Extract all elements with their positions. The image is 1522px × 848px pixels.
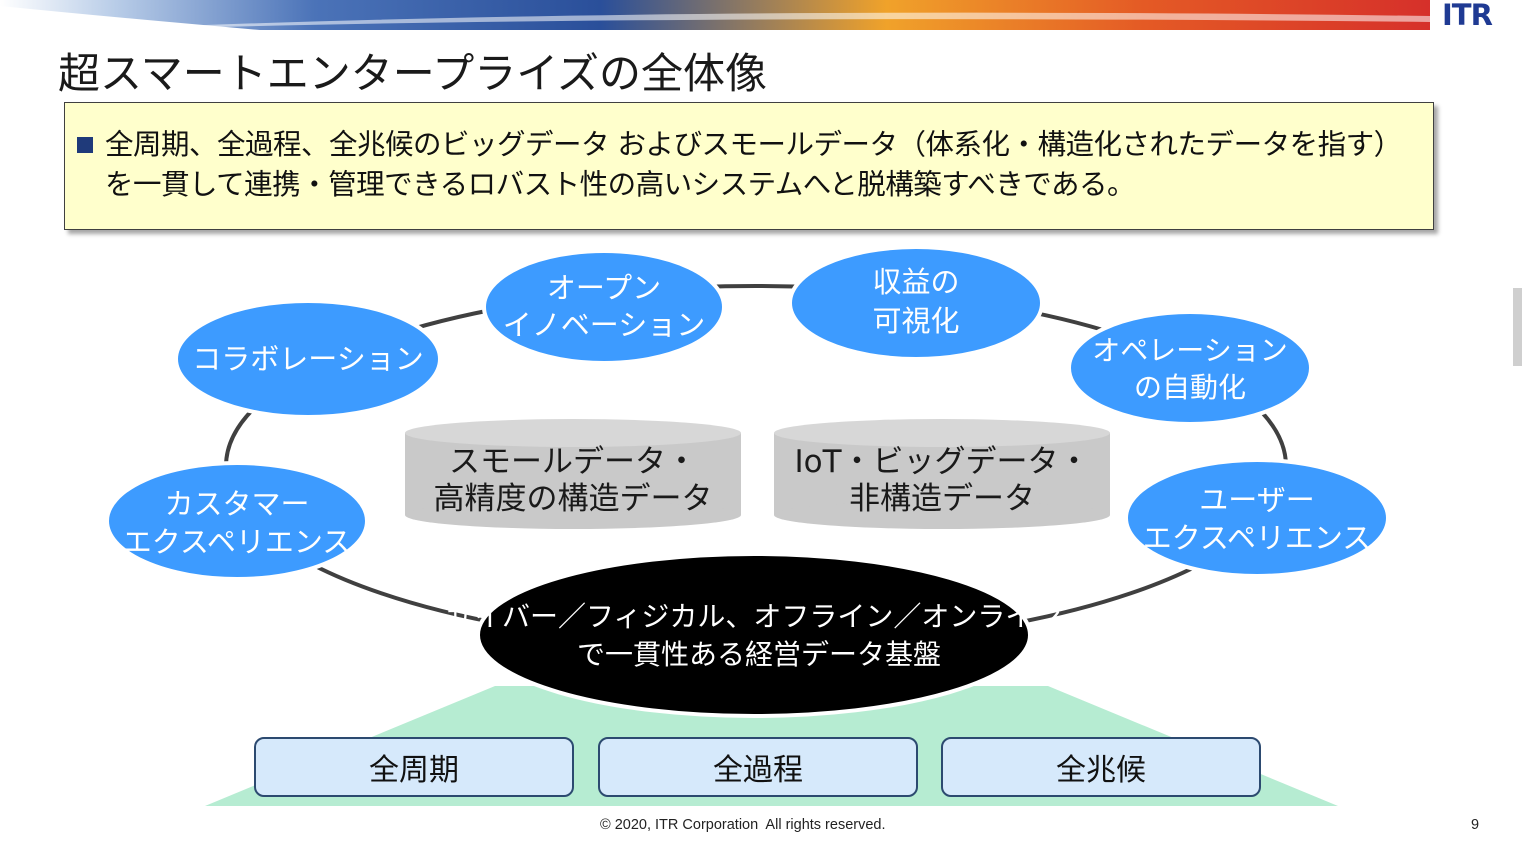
oval-operation-automation-line1: オペレーション (1092, 334, 1287, 367)
oval-user-experience: ユーザー エクスペリエンス (1124, 458, 1390, 578)
cylinder-small-data-line2: 高精度の構造データ (434, 481, 713, 517)
summary-text: 全周期、全過程、全兆候のビッグデータ およびスモールデータ（体系化・構造化された… (105, 128, 1402, 201)
oval-user-experience-line1: ユーザー (1199, 483, 1314, 517)
header-banner (0, 0, 1430, 30)
pillar-full-process: 全過程 (598, 737, 918, 797)
scrollbar-thumb[interactable] (1513, 288, 1522, 366)
page-number: 9 (1471, 817, 1480, 833)
footer-copyright: © 2020, ITR Corporation All rights reser… (600, 817, 886, 833)
cylinder-big-data-line2: 非構造データ (849, 481, 1035, 517)
oval-profit-visualization: 収益の 可視化 (788, 245, 1044, 361)
oval-collaboration-label: コラボレーション (192, 342, 423, 376)
core-data-platform: サイバー／フィジカル、オフライン／オンライン で一貫性ある経営データ基盤 (447, 552, 1062, 718)
oval-open-innovation: オープン イノベーション (482, 249, 726, 365)
oval-user-experience-line2: エクスペリエンス (1143, 521, 1372, 555)
core-line2: で一貫性ある経営データ基盤 (577, 638, 941, 671)
oval-profit-visualization-line1: 収益の (872, 265, 959, 299)
cylinder-big-data-line1: IoT・ビッグデータ・ (794, 444, 1089, 480)
bullet-square-icon (77, 137, 93, 153)
oval-customer-experience-line1: カスタマー (164, 487, 309, 521)
oval-open-innovation-line1: オープン (547, 271, 661, 305)
oval-customer-experience-line2: エクスペリエンス (123, 525, 352, 559)
pillar-full-signs: 全兆候 (941, 737, 1261, 797)
page-title: 超スマートエンタープライズの全体像 (58, 49, 767, 98)
core-line1: サイバー／フィジカル、オフライン／オンライン (447, 600, 1062, 633)
oval-collaboration: コラボレーション (174, 299, 442, 419)
oval-customer-experience: カスタマー エクスペリエンス (105, 461, 369, 581)
cylinder-small-data: スモールデータ・ 高精度の構造データ (405, 419, 741, 529)
oval-profit-visualization-line2: 可視化 (872, 304, 959, 338)
cylinder-small-data-line1: スモールデータ・ (449, 444, 697, 480)
oval-operation-automation-line2: の自動化 (1134, 371, 1246, 404)
oval-open-innovation-line2: イノベーション (503, 308, 705, 342)
summary-box: 全周期、全過程、全兆候のビッグデータ およびスモールデータ（体系化・構造化された… (64, 102, 1434, 230)
itr-logo: ITR (1442, 0, 1493, 32)
pillar-full-lifecycle: 全周期 (254, 737, 574, 797)
oval-operation-automation: オペレーション の自動化 (1067, 310, 1313, 426)
cylinder-big-data: IoT・ビッグデータ・ 非構造データ (774, 419, 1110, 529)
